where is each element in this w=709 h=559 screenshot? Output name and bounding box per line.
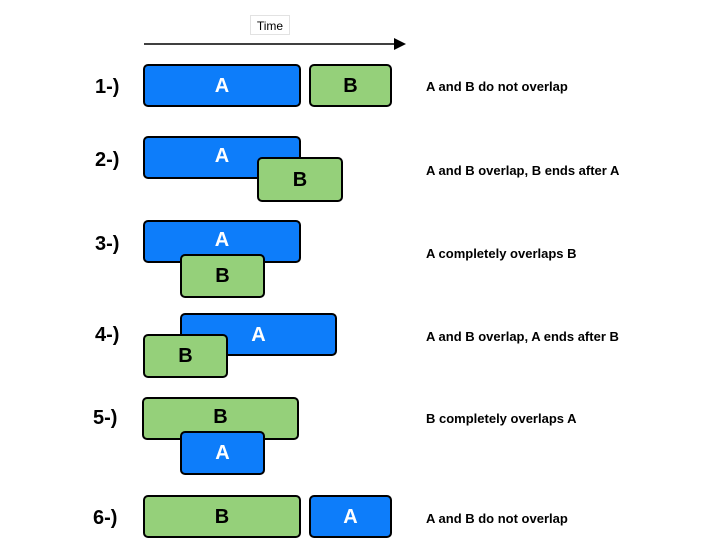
row-3-label: 3-) xyxy=(95,233,120,255)
row-1-description: A and B do not overlap xyxy=(426,79,568,94)
row-1-bar-b: B xyxy=(309,64,392,107)
row-3-description: A completely overlaps B xyxy=(426,246,577,261)
row-4-bar-b: B xyxy=(143,334,228,378)
row-2-bar-b: B xyxy=(257,157,343,202)
row-2-label: 2-) xyxy=(95,149,120,171)
time-arrow xyxy=(144,38,406,50)
bar-a-label: A xyxy=(251,323,266,346)
row-5-description: B completely overlaps A xyxy=(426,411,577,426)
bar-a-label: A xyxy=(214,74,230,97)
time-label: Time xyxy=(250,15,290,35)
row-6-label: 6-) xyxy=(93,507,118,529)
bar-a-label: A xyxy=(215,442,230,464)
bar-a-label: A xyxy=(214,229,230,251)
row-4-label: 4-) xyxy=(95,324,120,346)
row-4-description: A and B overlap, A ends after B xyxy=(426,329,619,344)
bar-b-label: B xyxy=(213,406,228,428)
bar-a-label: A xyxy=(343,505,358,528)
bar-b-label: B xyxy=(292,168,308,191)
row-6-bar-b: B xyxy=(143,495,301,538)
row-5-bar-a: A xyxy=(180,431,265,475)
bar-b-label: B xyxy=(343,74,358,97)
row-6-description: A and B do not overlap xyxy=(426,511,568,526)
row-1-bar-a: A xyxy=(143,64,301,107)
row-3-bar-b: B xyxy=(180,254,265,298)
row-2-description: A and B overlap, B ends after A xyxy=(426,163,620,178)
bar-b-label: B xyxy=(215,265,230,287)
row-6-bar-a: A xyxy=(309,495,392,538)
row-5-label: 5-) xyxy=(93,407,118,429)
bar-b-label: B xyxy=(214,505,230,528)
bar-b-label: B xyxy=(178,345,193,367)
bar-a-label: A xyxy=(214,145,230,167)
row-1-label: 1-) xyxy=(95,76,120,98)
